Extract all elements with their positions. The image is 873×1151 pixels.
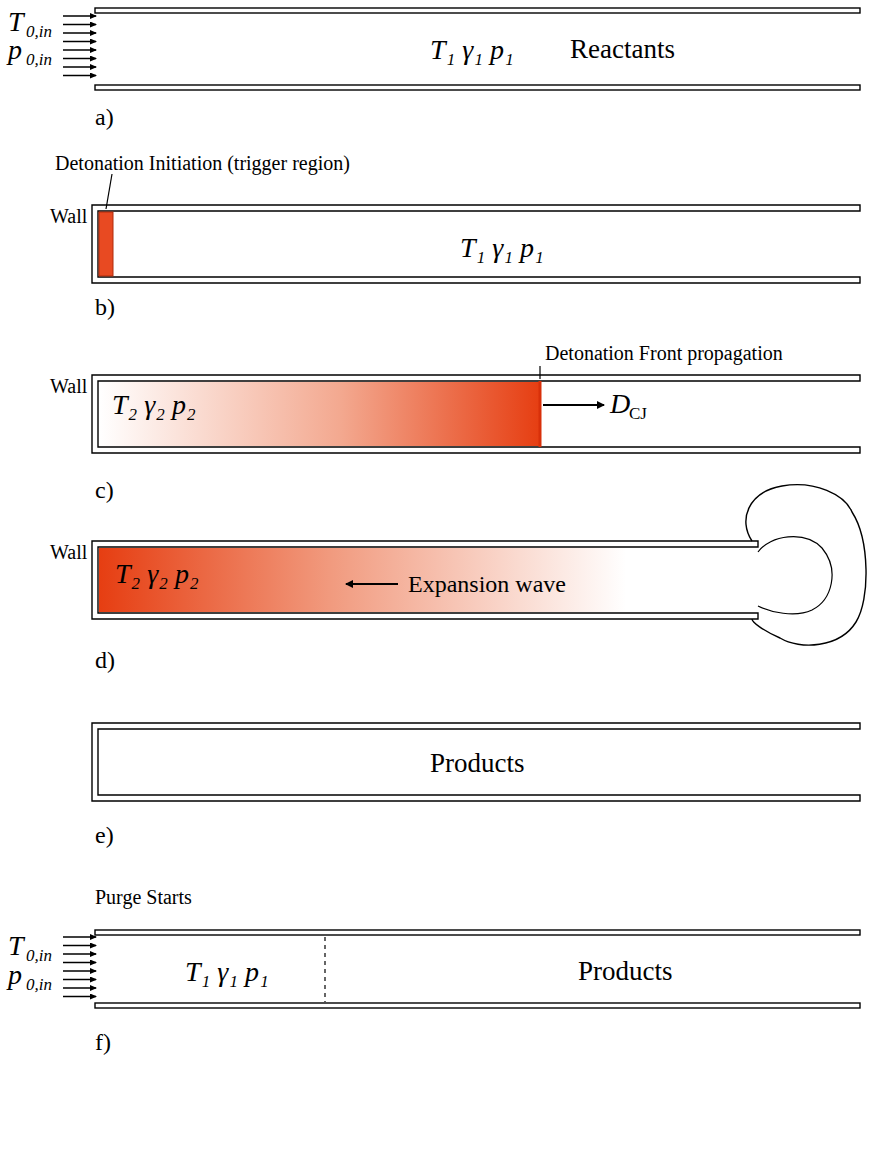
subscript: 0,in [26, 976, 52, 995]
tube: T₁ γ₁ p₁ [98, 211, 860, 277]
leader-line [539, 366, 540, 379]
callout-label: Detonation Initiation (trigger region) [55, 152, 350, 174]
tube-wall [95, 1003, 860, 1008]
leader-line [106, 174, 112, 209]
state-variables: T₂ γ₂ p₂ [112, 390, 196, 421]
panel-letter: b) [95, 294, 115, 320]
state-variables: T₁ γ₁ p₁ [460, 233, 544, 264]
inflow-arrow [63, 15, 96, 16]
tube-label: Products [430, 749, 525, 779]
variable: D [610, 389, 630, 420]
tube: Products [98, 729, 860, 795]
wall-label: Wall [50, 375, 87, 397]
inflow-arrow [63, 945, 96, 946]
inflow-arrow [63, 970, 96, 971]
inflow-arrow [63, 953, 96, 954]
panel-letter: e) [95, 822, 114, 848]
tube-wall [92, 375, 860, 453]
inflow-arrow [63, 24, 96, 25]
inflow-arrow [63, 936, 96, 937]
tube-wall [95, 85, 860, 90]
tube: T₁ γ₁ p₁ Reactants [95, 13, 860, 85]
blast-wave [758, 537, 832, 614]
tube: T₂ γ₂ p₂ Expansion wave [98, 547, 758, 613]
callout-label: Detonation Front propagation [545, 342, 783, 364]
wall-label: Wall [50, 541, 87, 563]
inflow-arrow [63, 996, 96, 997]
detonation-front [539, 381, 542, 447]
callout-label: Purge Starts [95, 886, 192, 908]
tube-wall [92, 723, 860, 801]
panel-letter: f) [95, 1029, 111, 1055]
state-variables: T₁ γ₁ p₁ [430, 35, 514, 66]
inflow-arrow [63, 66, 96, 67]
tube: T₁ γ₁ p₁ Products [95, 936, 860, 1002]
burned-gas [99, 548, 758, 612]
subscript: CJ [629, 405, 647, 424]
burned-gas [99, 382, 540, 446]
inflow-arrow [63, 49, 96, 50]
tube-wall [92, 205, 860, 283]
state-variables: T₂ γ₂ p₂ [115, 559, 199, 590]
variable: T [8, 931, 24, 962]
subscript: 0,in [26, 51, 52, 70]
inflow-arrow [63, 32, 96, 33]
tube-wall [95, 930, 860, 935]
trigger-region [99, 212, 113, 276]
tube-label: Expansion wave [408, 571, 566, 597]
panel-letter: a) [95, 104, 114, 130]
tube-label: Products [578, 957, 673, 987]
contact-surface [324, 937, 325, 1002]
panel-letter: c) [95, 477, 114, 503]
variable: p [8, 960, 22, 991]
tube-wall [92, 541, 758, 619]
subscript: 0,in [26, 23, 52, 42]
inflow-arrow [63, 962, 96, 963]
variable: p [8, 35, 22, 66]
inflow-arrow [63, 58, 96, 59]
expansion-arrow [346, 583, 398, 585]
variable: T [8, 7, 24, 38]
inflow-arrow [63, 75, 96, 76]
tube-wall [95, 8, 860, 13]
inflow-arrow [63, 987, 96, 988]
tube-label: Reactants [570, 35, 675, 65]
tube: T₂ γ₂ p₂ [98, 381, 860, 447]
velocity-arrow [543, 404, 604, 406]
blast-cloud [746, 485, 866, 645]
inflow-arrow [63, 41, 96, 42]
subscript: 0,in [26, 947, 52, 966]
state-variables: T₁ γ₁ p₁ [185, 957, 269, 988]
wall-label: Wall [50, 205, 87, 227]
panel-letter: d) [95, 647, 115, 673]
inflow-arrow [63, 979, 96, 980]
